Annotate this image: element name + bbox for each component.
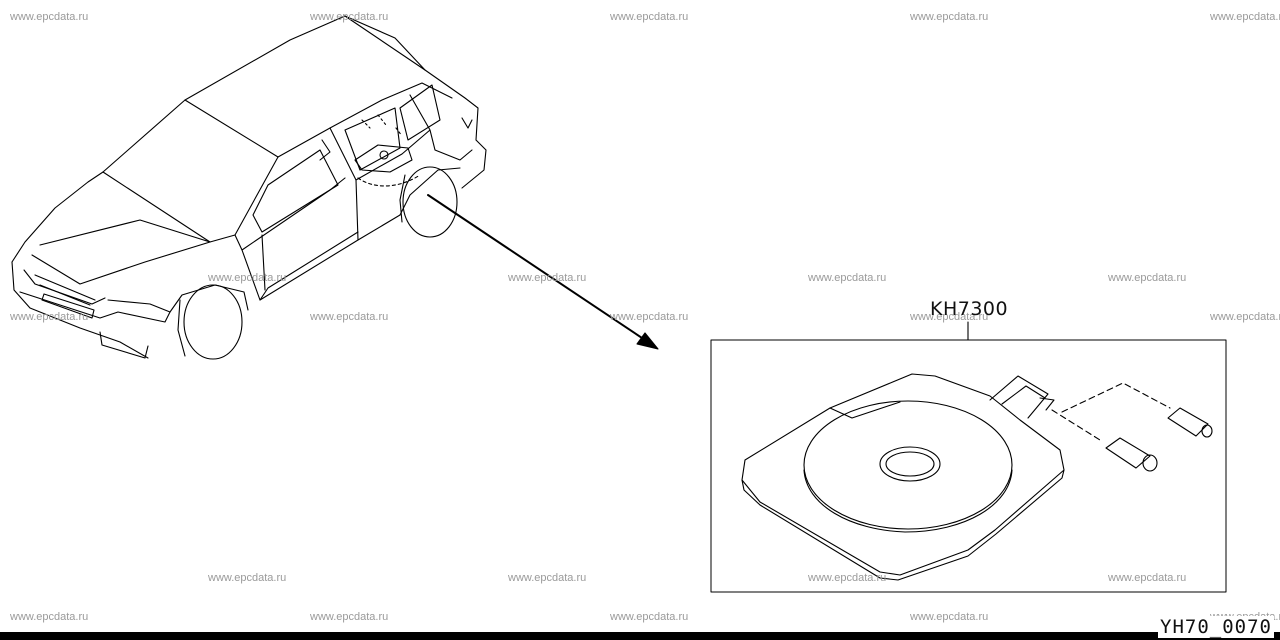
watermark-text: www.epcdata.ru xyxy=(808,272,887,284)
watermark-text: www.epcdata.ru xyxy=(1108,572,1187,584)
watermark-text: www.epcdata.ru xyxy=(610,11,689,23)
watermark-text: www.epcdata.ru xyxy=(208,572,287,584)
pin-part-rear xyxy=(1167,407,1213,438)
watermark-text: www.epcdata.ru xyxy=(310,11,389,23)
watermark-text: www.epcdata.ru xyxy=(1210,311,1280,323)
bottom-border xyxy=(0,632,1280,640)
vehicle-illustration xyxy=(11,15,487,360)
watermark-text: www.epcdata.ru xyxy=(508,272,587,284)
part-number-label[interactable]: KH7300 xyxy=(930,298,1009,320)
watermark-text: www.epcdata.ru xyxy=(610,611,689,623)
watermark-text: www.epcdata.ru xyxy=(610,311,689,323)
watermark-text: www.epcdata.ru xyxy=(508,572,587,584)
watermark-text: www.epcdata.ru xyxy=(10,611,89,623)
watermark-text: www.epcdata.ru xyxy=(10,11,89,23)
watermark-text: www.epcdata.ru xyxy=(910,611,989,623)
watermark-text: www.epcdata.ru xyxy=(310,611,389,623)
watermark-text: www.epcdata.ru xyxy=(10,311,89,323)
watermark-text: www.epcdata.ru xyxy=(1108,272,1187,284)
spare-tire-mat-part xyxy=(741,373,1171,581)
watermark-text: www.epcdata.ru xyxy=(310,311,389,323)
detail-box xyxy=(710,321,1227,593)
watermark-text: www.epcdata.ru xyxy=(910,11,989,23)
leader-arrow xyxy=(427,194,659,350)
watermark-text: www.epcdata.ru xyxy=(808,572,887,584)
watermark-text: www.epcdata.ru xyxy=(1210,11,1280,23)
pin-part-front xyxy=(1105,437,1158,472)
watermark-text: www.epcdata.ru xyxy=(910,311,989,323)
figure-code: YH70_0070 xyxy=(1158,616,1274,638)
watermark-text: www.epcdata.ru xyxy=(208,272,287,284)
